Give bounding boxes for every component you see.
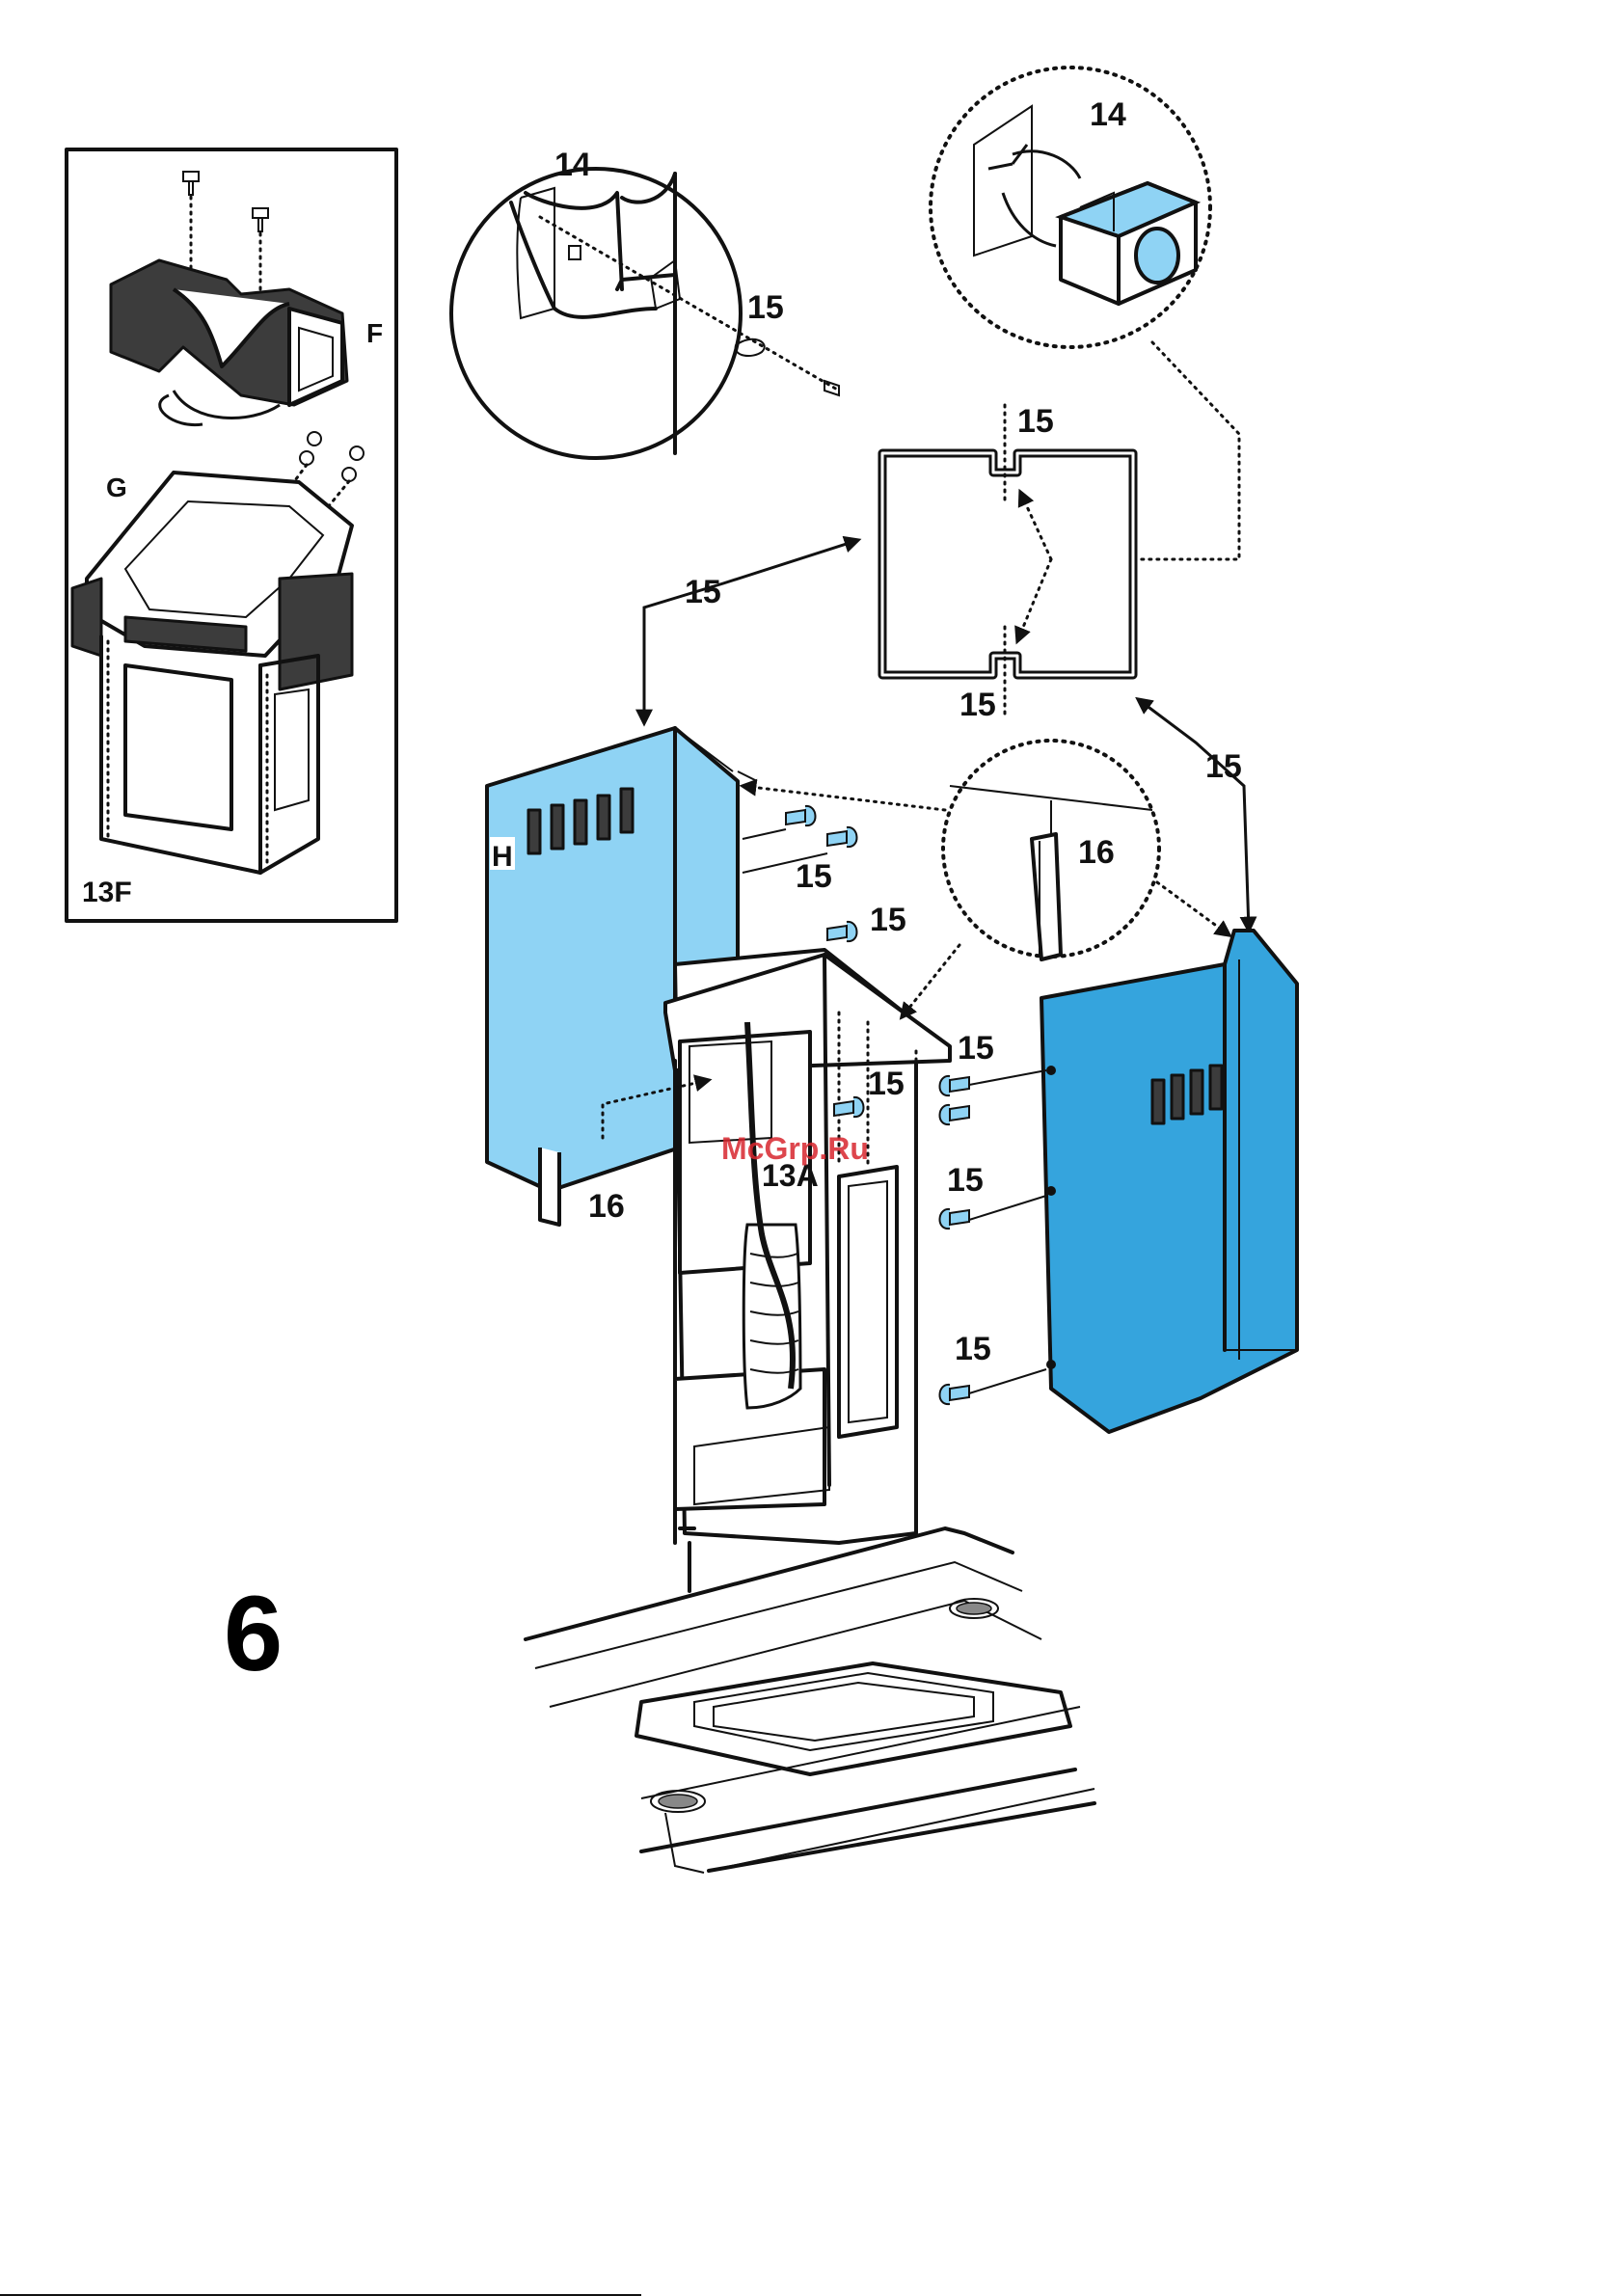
watermark: McGrp.Ru [721,1131,869,1166]
screw [939,1076,969,1095]
label-arrow-15-left: 15 [685,574,721,610]
label-screw-15-d: 15 [868,1066,905,1102]
label-detail-16: 16 [1078,834,1115,871]
inset-13f: F G 13F [67,149,396,921]
label-part-f: F [366,318,383,348]
screw [939,1209,969,1229]
label-screw-15-e: 15 [947,1162,984,1199]
label-screw-15-c: 15 [958,1030,994,1067]
label-connector-14: 14 [1090,96,1126,133]
screw [786,806,816,825]
screw [939,1385,969,1404]
top-view-section: 15 15 [882,403,1133,723]
screw [939,1105,969,1124]
screw [827,827,857,847]
label-topview-15-bottom: 15 [959,687,996,723]
label-screw-15-b: 15 [870,902,906,938]
step-number: 6 [224,1575,283,1693]
label-clip-16: 16 [588,1188,625,1225]
chimney-panel-right [1041,931,1297,1432]
hood-body [526,1528,1094,1873]
label-topview-15-top: 15 [1017,403,1054,440]
housing-part-g [72,473,352,873]
chimney-frame-13a: 13A [665,950,950,1543]
detail-circle-bracket: 14 15 [451,147,839,458]
label-arrow-15-right: 15 [1205,748,1242,785]
label-screw-15-a: 15 [796,858,832,895]
label-part-g: G [106,473,127,502]
motor-part-f [111,260,347,425]
screw [827,922,857,941]
label-panel-h: H [492,841,513,873]
label-screw-15-f: 15 [955,1331,991,1367]
label-13f: 13F [82,877,132,908]
label-detail-15: 15 [747,289,784,326]
label-detail-14: 14 [554,147,591,183]
